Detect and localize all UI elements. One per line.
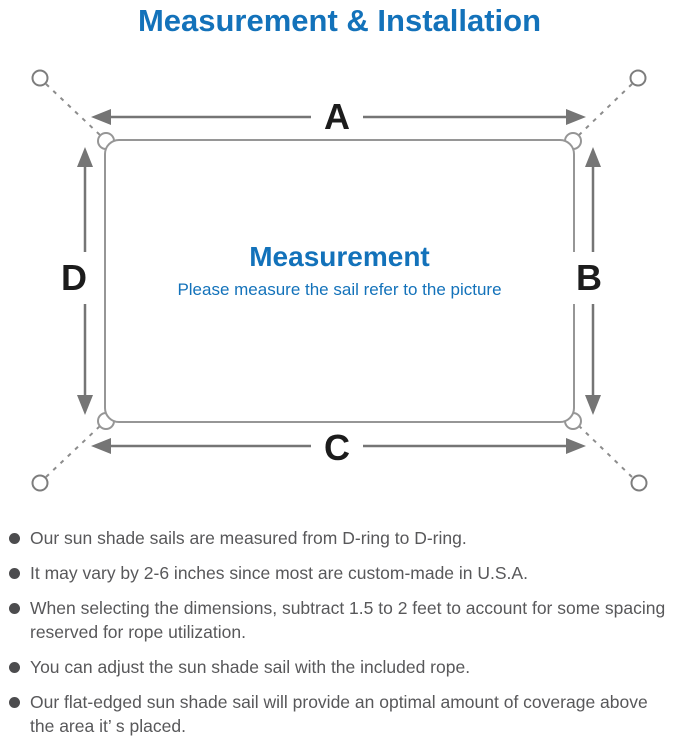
arrow-b-head-top xyxy=(585,147,601,167)
list-item: It may vary by 2-6 inches since most are… xyxy=(9,561,669,585)
dashed-rope-lines xyxy=(45,83,633,478)
arrow-d-head-bottom xyxy=(77,395,93,415)
anchor-point-circle-bottom-left xyxy=(31,474,49,492)
bullet-dot-icon xyxy=(9,568,20,579)
diagram-subheading: Please measure the sail refer to the pic… xyxy=(177,280,502,299)
arrow-d-head-top xyxy=(77,147,93,167)
sail-measurement-diagram: A C D B Measurement Please measure the s… xyxy=(0,55,679,515)
anchor-point-circle-top-left xyxy=(31,69,49,87)
diagram-heading: Measurement xyxy=(249,241,430,272)
note-text: Our flat-edged sun shade sail will provi… xyxy=(30,692,648,736)
page-title: Measurement & Installation xyxy=(137,3,542,38)
dimension-label-b: B xyxy=(570,252,608,304)
bullet-dot-icon xyxy=(9,603,20,614)
note-text: You can adjust the sun shade sail with t… xyxy=(30,657,471,677)
dimension-label-c: C xyxy=(311,428,363,468)
dimension-label-d: D xyxy=(55,252,93,304)
note-text: When selecting the dimensions, subtract … xyxy=(30,598,666,642)
dimension-label-a: A xyxy=(311,97,363,137)
arrow-b-head-bottom xyxy=(585,395,601,415)
arrow-a-head-right xyxy=(566,109,586,125)
anchor-point-circle-top-right xyxy=(629,69,647,87)
rope-line-bottom-right xyxy=(578,425,633,478)
rope-line-bottom-left xyxy=(45,425,101,478)
rope-line-top-right xyxy=(578,83,633,136)
list-item: Our sun shade sails are measured from D-… xyxy=(9,526,669,550)
bullet-dot-icon xyxy=(9,697,20,708)
anchor-point-circle-bottom-right xyxy=(630,474,648,492)
arrow-c-head-left xyxy=(91,438,111,454)
note-text: It may vary by 2-6 inches since most are… xyxy=(30,563,528,583)
bullet-dot-icon xyxy=(9,662,20,673)
list-item: Our flat-edged sun shade sail will provi… xyxy=(9,690,669,738)
bullet-dot-icon xyxy=(9,533,20,544)
list-item: You can adjust the sun shade sail with t… xyxy=(9,655,669,679)
diagram-caption: Measurement Please measure the sail refe… xyxy=(105,241,574,300)
arrow-c-head-right xyxy=(566,438,586,454)
rope-line-top-left xyxy=(45,83,101,136)
anchor-points xyxy=(31,69,648,492)
note-text: Our sun shade sails are measured from D-… xyxy=(30,528,467,548)
arrow-a-head-left xyxy=(91,109,111,125)
notes-list: Our sun shade sails are measured from D-… xyxy=(9,526,669,739)
list-item: When selecting the dimensions, subtract … xyxy=(9,596,669,644)
